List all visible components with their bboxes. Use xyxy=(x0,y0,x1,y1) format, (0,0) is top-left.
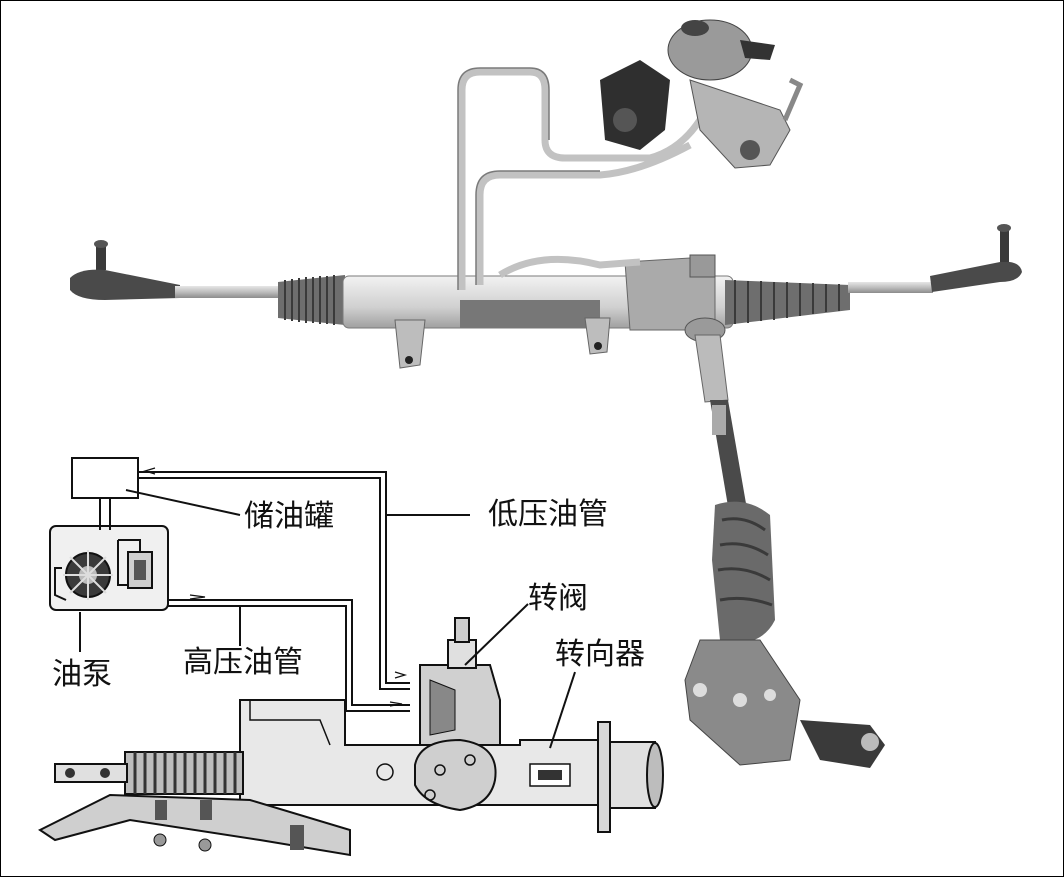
steering-column-boot xyxy=(712,501,775,643)
low-pressure-line-outer xyxy=(138,471,410,684)
pump-rotor xyxy=(54,550,113,601)
reservoir-tank xyxy=(71,457,139,499)
label-pump: 油泵 xyxy=(52,657,112,692)
steering-universal-joint xyxy=(684,639,885,768)
photo-hydraulic-pipes-outline xyxy=(457,67,600,290)
high-pressure-line-inner xyxy=(168,605,410,712)
hydraulic-schematic xyxy=(38,457,664,857)
label-low-pressure-pipe: 低压油管 xyxy=(488,497,608,532)
leader-reservoir xyxy=(125,489,241,516)
rack-housing xyxy=(342,254,734,369)
label-valve: 转阀 xyxy=(528,581,588,616)
steering-column-shaft xyxy=(684,317,748,518)
photo-hydraulic-pipes xyxy=(458,68,703,290)
label-steering-gear: 转向器 xyxy=(555,637,645,672)
right-tie-rod-end xyxy=(848,224,1022,293)
label-high-pressure-pipe: 高压油管 xyxy=(183,645,303,680)
left-tie-rod-end xyxy=(70,240,280,300)
steering-gear-drawing xyxy=(38,617,664,857)
label-reservoir: 储油罐 xyxy=(244,499,334,534)
right-rubber-boot xyxy=(725,280,850,325)
steering-rack-photo xyxy=(70,19,1022,768)
left-rubber-boot xyxy=(278,275,345,325)
leader-steering-gear xyxy=(549,671,576,749)
low-pressure-line-inner xyxy=(138,477,410,690)
flow-control-valve xyxy=(117,539,153,589)
leader-valve xyxy=(464,603,529,666)
photo-pump-assembly xyxy=(600,19,804,169)
high-pressure-line-outer xyxy=(168,599,410,706)
